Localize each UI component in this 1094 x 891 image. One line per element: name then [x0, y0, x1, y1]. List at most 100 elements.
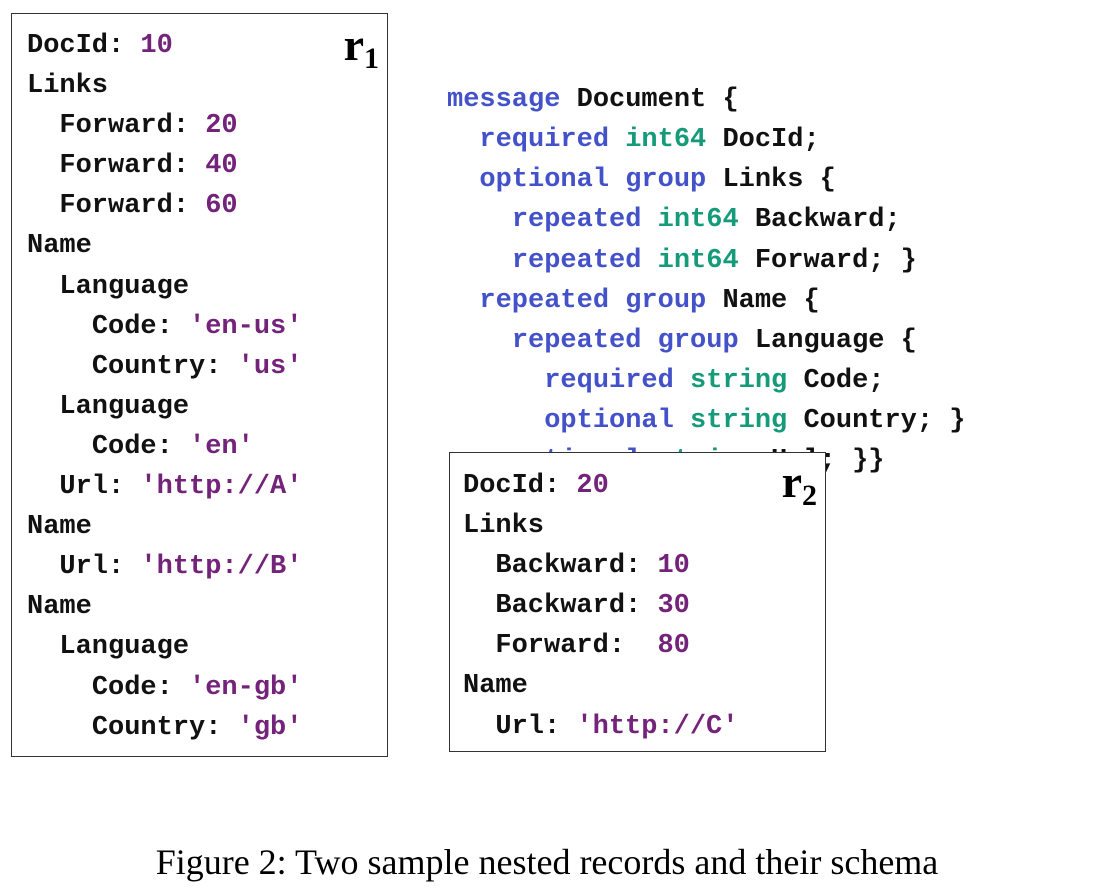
field-name: Name — [463, 671, 528, 702]
schema-line: repeated int64 Backward; — [447, 200, 966, 240]
record-line: Forward: 40 — [27, 146, 302, 186]
field-name: Language — [59, 391, 190, 422]
record-line: Url: 'http://C' — [463, 707, 738, 747]
field-separator: : — [625, 551, 658, 582]
record-line: Backward: 30 — [463, 586, 738, 626]
field-separator: : — [156, 672, 190, 703]
schema-text — [674, 406, 690, 436]
schema-text — [609, 165, 625, 195]
schema-type: int64 — [657, 205, 739, 236]
record-line: Language — [27, 267, 302, 307]
field-name: Links — [463, 511, 545, 542]
field-name: DocId — [463, 471, 545, 501]
schema-type: int64 — [657, 245, 739, 276]
field-name: Name — [27, 231, 92, 262]
field-value: 'us' — [237, 351, 303, 382]
record-line: Forward: 60 — [27, 186, 302, 226]
field-name: Backward — [495, 551, 626, 582]
field-name: Url — [59, 472, 109, 503]
field-separator: : — [172, 191, 206, 222]
field-separator: : — [205, 712, 238, 743]
schema-keyword: optional — [544, 405, 674, 436]
schema-keyword: repeated — [511, 205, 642, 236]
field-separator: : — [172, 111, 206, 142]
schema-text — [641, 326, 657, 356]
schema-text: Name { — [706, 285, 820, 316]
record-line: DocId: 20 — [463, 466, 738, 506]
record-line: Code: 'en' — [27, 427, 302, 467]
record-line: Language — [27, 627, 302, 667]
schema-text — [674, 366, 690, 396]
schema-keyword: group — [625, 165, 707, 196]
schema-keyword: group — [657, 325, 739, 356]
schema-line: repeated int64 Forward; } — [447, 241, 966, 281]
schema-text — [641, 246, 657, 276]
schema-text — [641, 205, 657, 235]
record-line: Backward: 10 — [463, 546, 738, 586]
schema-keyword: required — [479, 125, 610, 156]
record-label-subscript: 2 — [802, 479, 817, 512]
field-separator: : — [544, 711, 577, 742]
schema-type: string — [690, 365, 788, 396]
field-name: Url — [495, 711, 545, 742]
field-name: Name — [27, 512, 92, 543]
schema-type: string — [690, 405, 788, 436]
field-separator: : — [172, 151, 206, 182]
schema-type: int64 — [625, 125, 707, 156]
schema-text: Country; } — [787, 405, 966, 436]
record-line: Links — [27, 66, 302, 106]
record-label-letter: r — [781, 456, 802, 507]
field-separator: : — [108, 31, 141, 61]
field-value: 'en' — [189, 431, 254, 462]
field-separator: : — [156, 431, 190, 462]
field-name: Language — [59, 271, 190, 302]
record-label-letter: r — [343, 19, 364, 70]
field-name: Backward — [495, 591, 626, 622]
figure-caption: Figure 2: Two sample nested records and … — [155, 842, 939, 882]
field-value: 'http://A' — [140, 472, 303, 503]
schema-text: Language { — [738, 325, 917, 356]
schema-keyword: repeated — [511, 245, 642, 276]
field-name: Forward — [59, 111, 173, 142]
schema-text: Links { — [706, 165, 836, 196]
record-line: Code: 'en-gb' — [27, 668, 303, 708]
field-name: Code — [91, 672, 157, 703]
schema-line: repeated group Language { — [447, 321, 966, 361]
schema-keyword: repeated — [511, 325, 642, 356]
field-separator: : — [156, 311, 190, 342]
field-name: Code — [91, 431, 157, 462]
field-value: 'gb' — [237, 712, 303, 743]
schema-text — [609, 286, 625, 316]
field-separator: : — [608, 631, 658, 662]
record-r2-box: r2 DocId: 20 Links Backward: 10 Backward:… — [449, 452, 826, 752]
field-name: Language — [59, 632, 190, 663]
field-name: Links — [27, 71, 109, 102]
record-line: Name — [463, 666, 738, 706]
field-value: 'http://C' — [576, 711, 739, 742]
field-separator: : — [108, 552, 141, 583]
schema-line: repeated group Name { — [447, 281, 966, 321]
record-line: Name — [27, 226, 302, 266]
record-line: Url: 'http://B' — [27, 547, 302, 587]
record-line: Forward: 80 — [463, 626, 738, 666]
schema-text: Document { — [560, 85, 739, 116]
record-line: Language — [27, 387, 302, 427]
field-name: Forward — [59, 191, 173, 222]
field-name: Country — [91, 712, 206, 743]
schema-line: optional string Country; } — [447, 401, 966, 441]
schema-lines: message Document { required int64 DocId;… — [447, 80, 966, 481]
record-line: DocId: 10 — [27, 26, 302, 66]
schema-text: Forward; } — [738, 245, 917, 276]
schema-line: required string Code; — [447, 361, 966, 401]
record-r1-label: r1 — [343, 19, 379, 74]
record-line: Links — [463, 506, 738, 546]
schema-keyword: repeated — [479, 285, 610, 316]
record-label-subscript: 1 — [364, 42, 379, 75]
record-line: Name — [27, 587, 302, 627]
schema-line: optional group Links { — [447, 160, 966, 200]
field-name: Forward — [495, 631, 609, 662]
schema-keyword: group — [625, 285, 707, 316]
field-value: 'http://B' — [140, 552, 303, 583]
